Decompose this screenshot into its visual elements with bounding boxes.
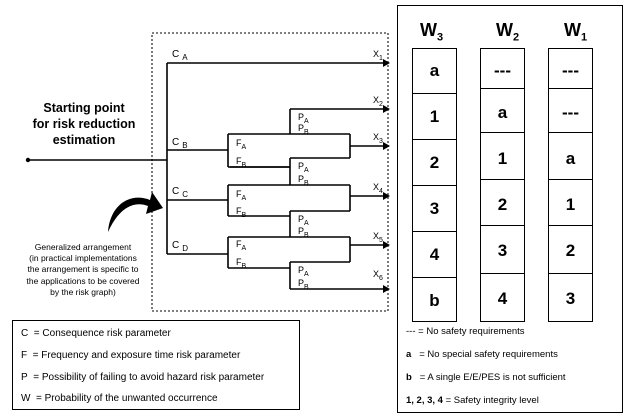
cell-w2-2: a	[497, 103, 508, 122]
legend-row-f: F = Frequency and exposure time risk par…	[21, 350, 240, 361]
label-x4: X4	[373, 182, 383, 195]
legend-text-c: = Consequence risk parameter	[33, 328, 171, 339]
graph-frame	[151, 32, 389, 312]
generalized-note: Generalized arrangement (in practical im…	[2, 242, 164, 298]
start-label-line-1: Starting point	[43, 101, 125, 115]
label-x5: X5	[373, 231, 383, 244]
key-a: a	[406, 349, 412, 360]
legend-key-p: P	[21, 372, 28, 383]
key-none-text: = No safety requirements	[418, 326, 525, 337]
cell-w2-4: 2	[497, 195, 508, 214]
key-sil: 1, 2, 3, 4	[406, 395, 443, 406]
start-label-line-3: estimation	[52, 133, 116, 147]
label-x2: X2	[373, 95, 383, 108]
legend-key-w: W	[21, 393, 31, 404]
label-x6: X6	[373, 269, 383, 282]
label-pb-2: PB	[298, 174, 309, 187]
label-fa-1: FA	[236, 138, 247, 151]
key-a-text: = No special safety requirements	[419, 349, 558, 360]
label-pb-4: PB	[298, 278, 309, 291]
key-row-sil: 1, 2, 3, 4 = Safety integrity level	[406, 395, 539, 406]
legend-text-f: = Frequency and exposure time risk param…	[32, 350, 241, 361]
label-fb-1: FB	[236, 156, 247, 169]
start-label-line-2: for risk reduction	[32, 117, 136, 131]
legend-row-c: C = Consequence risk parameter	[21, 328, 171, 339]
arrow-x6	[383, 285, 390, 293]
cell-w1-1: ---	[562, 61, 579, 80]
sil-table: W3 W2 W1 a 1 2 3 4 b --- a 1 2 3 4 --- -…	[397, 5, 623, 413]
cell-w2-1: ---	[494, 61, 511, 80]
arrow-x3	[383, 142, 390, 150]
output-arrows	[383, 59, 390, 293]
key-b: b	[406, 372, 412, 383]
label-pa-1: PA	[298, 112, 309, 125]
header-w1: W1	[564, 20, 588, 44]
starting-point-label: Starting point for risk reduction estima…	[8, 100, 160, 148]
gen-line-1: Generalized arrangement	[34, 242, 132, 252]
cell-w3-5: 4	[429, 245, 440, 264]
cell-w2-3: 1	[497, 149, 508, 168]
cell-w2-5: 3	[497, 241, 508, 260]
cell-w1-2: ---	[562, 103, 579, 122]
label-pb-1: PB	[298, 123, 309, 136]
legend-key-f: F	[21, 350, 28, 361]
cell-w2-6: 4	[497, 289, 508, 308]
label-x3: X3	[373, 132, 383, 145]
cell-w3-4: 3	[429, 199, 440, 218]
column-w2: --- a 1 2 3 4	[480, 48, 525, 322]
cell-w3-2: 1	[429, 107, 440, 126]
label-x1: X1	[373, 49, 383, 62]
legend-box: C = Consequence risk parameter F = Frequ…	[12, 320, 300, 410]
legend-row-p: P = Possibility of failing to avoid haza…	[21, 372, 264, 383]
key-row-a: a = No special safety requirements	[406, 349, 558, 360]
arrow-x1	[383, 59, 390, 67]
label-fb-3: FB	[236, 257, 247, 270]
label-pa-2: PA	[298, 161, 309, 174]
arrow-x4	[383, 192, 390, 200]
gen-line-2: (in practical implementations	[29, 253, 137, 264]
label-pb-3: PB	[298, 226, 309, 239]
cell-w1-4: 1	[565, 195, 576, 214]
gen-line-5: by the risk graph)	[50, 286, 116, 297]
header-w3: W3	[420, 20, 444, 44]
curved-arrow	[108, 192, 163, 232]
arrow-x2	[383, 105, 390, 113]
legend-text-p: = Possibility of failing to avoid hazard…	[33, 372, 265, 383]
cell-w3-1: a	[429, 61, 440, 80]
legend-text-w: = Probability of the unwanted occurrence	[36, 393, 218, 404]
key-row-b: b = A single E/E/PES is not sufficient	[406, 372, 566, 383]
key-row-none: --- = No safety requirements	[406, 326, 525, 337]
cell-w3-3: 2	[429, 153, 440, 172]
arrow-x5	[383, 241, 390, 249]
cell-w1-5: 2	[565, 241, 576, 260]
cell-w1-3: a	[565, 149, 576, 168]
label-fa-2: FA	[236, 189, 247, 202]
header-w2: W2	[496, 20, 520, 44]
column-w3: a 1 2 3 4 b	[412, 48, 457, 322]
key-none: ---	[406, 326, 416, 337]
legend-row-w: W = Probability of the unwanted occurren…	[21, 393, 218, 404]
legend-key-c: C	[21, 328, 29, 339]
key-b-text: = A single E/E/PES is not sufficient	[419, 372, 566, 383]
gen-line-4: the applications to be covered	[26, 275, 140, 286]
key-sil-text: = Safety integrity level	[445, 395, 539, 406]
label-fa-3: FA	[236, 239, 247, 252]
cell-w1-6: 3	[565, 289, 576, 308]
label-fb-2: FB	[236, 206, 247, 219]
cell-w3-6: b	[429, 291, 440, 310]
gen-line-3: the arrangement is specific to	[27, 264, 139, 275]
label-pa-3: PA	[298, 214, 309, 227]
column-w1: --- --- a 1 2 3	[548, 48, 593, 322]
label-pa-4: PA	[298, 265, 309, 278]
